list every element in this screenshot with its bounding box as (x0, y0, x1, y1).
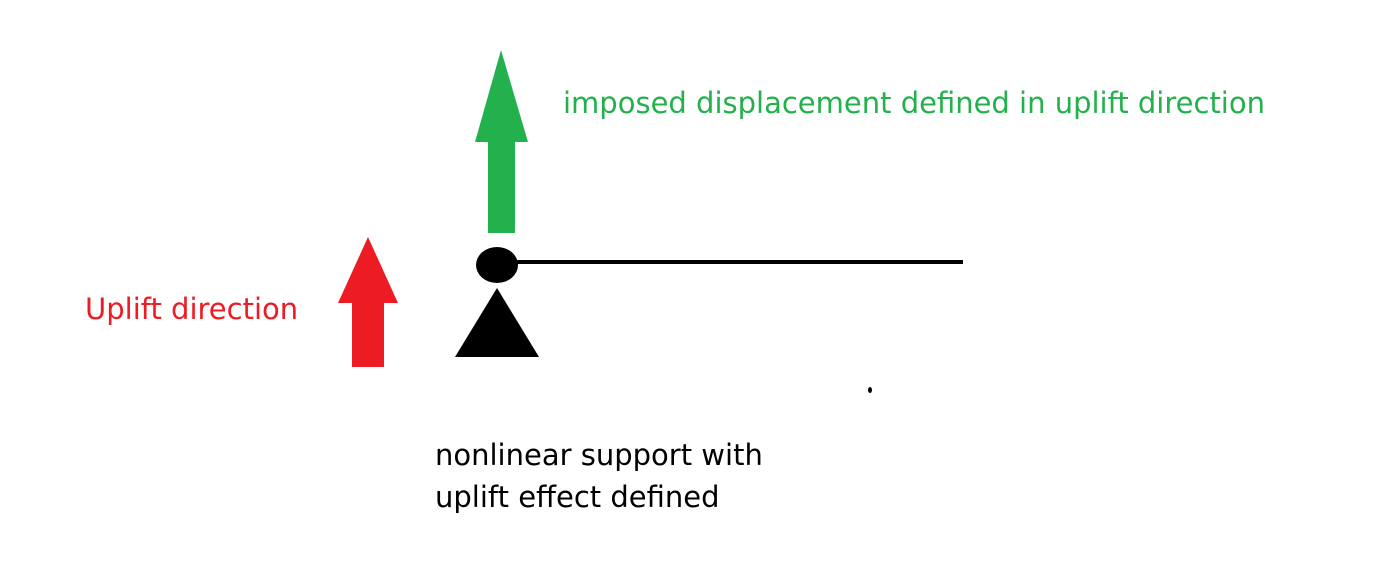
support-description: nonlinear support with uplift effect def… (435, 434, 763, 518)
stray-dot (868, 387, 872, 393)
hinge-node (476, 247, 518, 283)
support-description-line1: nonlinear support with (435, 438, 763, 472)
uplift-direction-label: Uplift direction (85, 292, 299, 326)
support-triangle (455, 288, 539, 357)
support-description-line2: uplift effect defined (435, 480, 720, 514)
imposed-displacement-label: imposed displacement defined in uplift d… (563, 86, 1265, 120)
uplift-direction-arrow (338, 237, 398, 367)
imposed-displacement-arrow (475, 50, 528, 233)
